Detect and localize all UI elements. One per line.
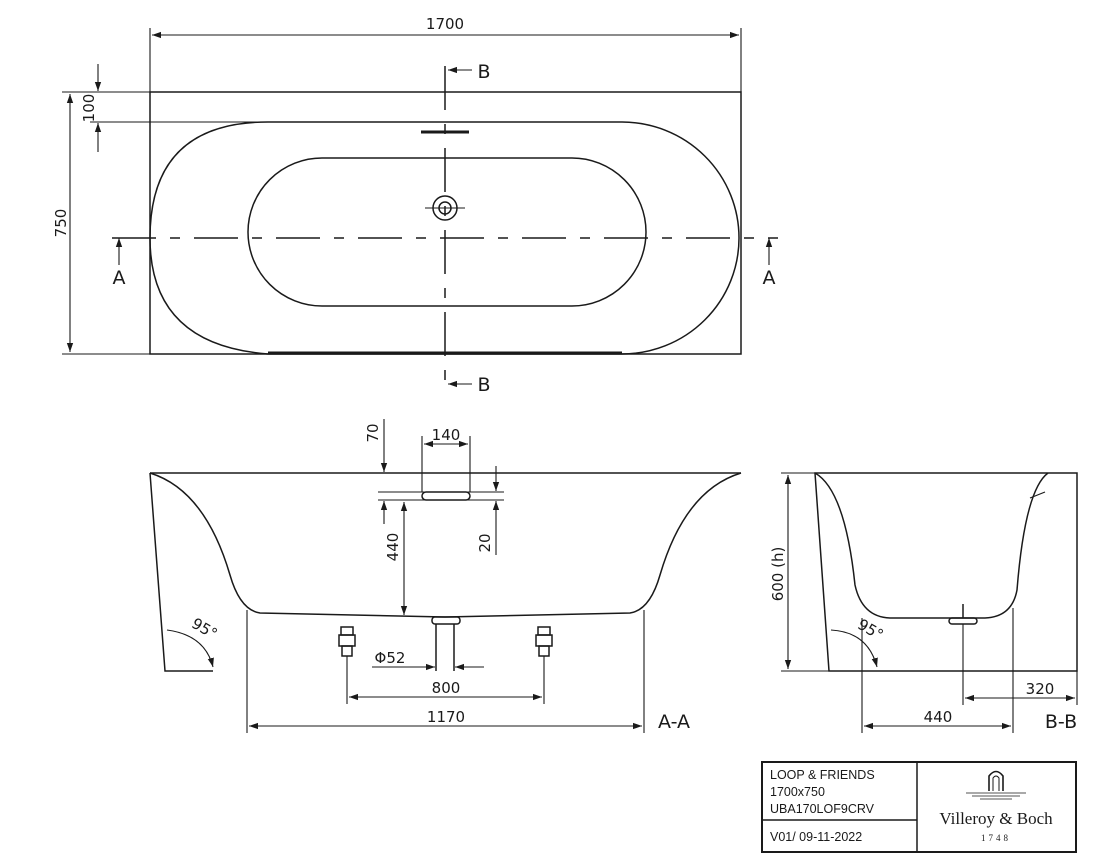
section-b-waste bbox=[948, 604, 978, 625]
section-mark-b-top: B bbox=[477, 61, 490, 83]
dim-overflow-height: 20 bbox=[476, 533, 494, 552]
dim-overflow-depth: 70 bbox=[364, 423, 382, 442]
dim-height: 600 (h) bbox=[769, 547, 787, 602]
section-waste bbox=[431, 616, 461, 671]
plan-outer-basin bbox=[149, 121, 740, 355]
section-b-view: 95° 600 (h) 320 440 B-B bbox=[769, 472, 1078, 733]
plan-view: A A B B 1700 750 100 bbox=[52, 15, 778, 396]
title-size: 1700x750 bbox=[770, 785, 825, 799]
section-mark-b-bottom: B bbox=[477, 374, 490, 396]
dim-overflow-width: 140 bbox=[432, 426, 461, 444]
section-a-label: A-A bbox=[658, 711, 690, 733]
brand-name: Villeroy & Boch bbox=[939, 809, 1053, 828]
dim-overall-length: 1700 bbox=[426, 15, 464, 33]
dim-waste-diameter: Φ52 bbox=[375, 649, 406, 667]
section-mark-a-right: A bbox=[763, 267, 776, 289]
section-a-view: 95° 140 70 20 440 Φ52 bbox=[149, 419, 742, 733]
brand-year: 1748 bbox=[981, 833, 1011, 843]
dim-waste-from-wall: 320 bbox=[1026, 680, 1055, 698]
title-code: UBA170LOF9CRV bbox=[770, 802, 875, 816]
section-overflow bbox=[421, 491, 471, 501]
title-revision: V01/ 09-11-2022 bbox=[770, 830, 862, 844]
dim-overall-width: 750 bbox=[52, 209, 70, 238]
title-product: LOOP & FRIENDS bbox=[770, 768, 875, 782]
section-mark-a-left: A bbox=[113, 267, 126, 289]
dim-feet-spacing: 800 bbox=[432, 679, 461, 697]
section-b-frame bbox=[814, 472, 1078, 672]
dim-floor-length: 1170 bbox=[427, 708, 465, 726]
brand-logo: Villeroy & Boch 1748 bbox=[939, 770, 1053, 843]
plan-inner-basin bbox=[247, 157, 647, 307]
dim-overflow-to-floor: 440 bbox=[384, 533, 402, 562]
title-block: LOOP & FRIENDS 1700x750 UBA170LOF9CRV V0… bbox=[761, 761, 1077, 853]
dim-floor-depth: 440 bbox=[924, 708, 953, 726]
dim-rim-offset: 100 bbox=[80, 94, 98, 123]
section-foot-right bbox=[535, 626, 553, 657]
dim-side-angle-b: 95° bbox=[854, 615, 886, 644]
section-b-label: B-B bbox=[1045, 711, 1077, 733]
section-foot-left bbox=[338, 626, 356, 657]
